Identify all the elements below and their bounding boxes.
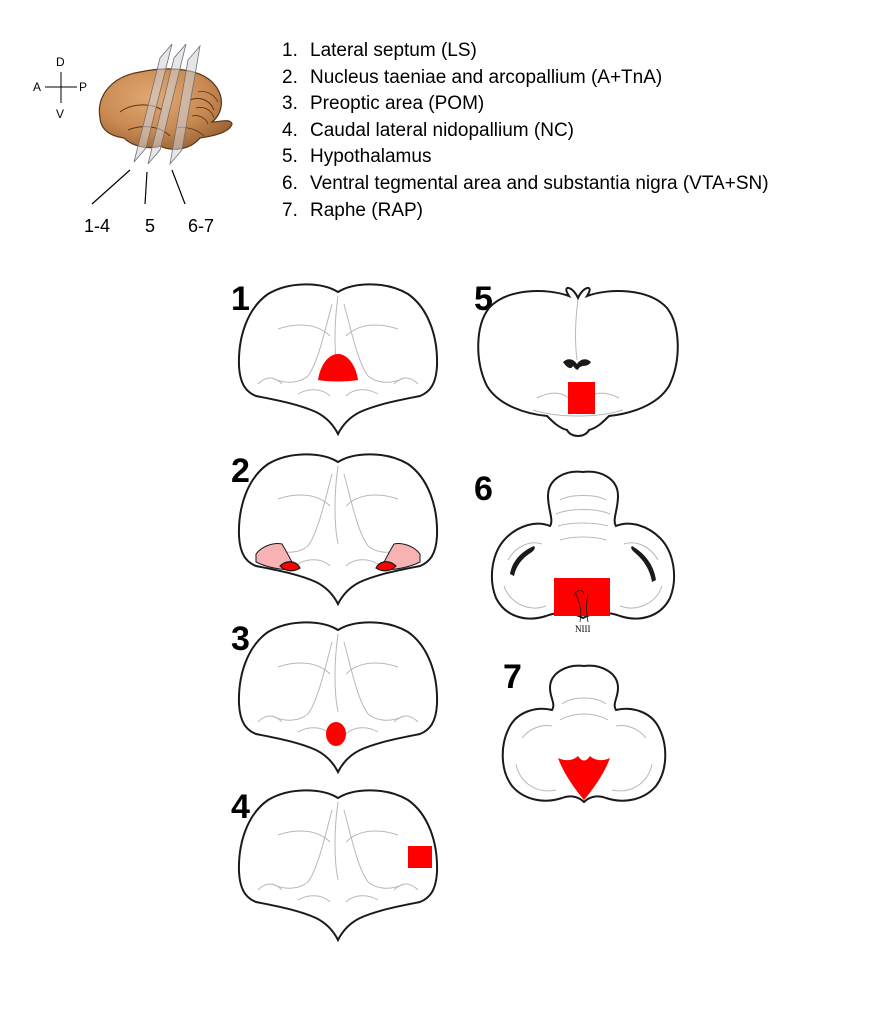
dorsal-label: D bbox=[56, 55, 65, 69]
section-label-2: 2 bbox=[231, 452, 250, 490]
region-item: 7.Raphe (RAP) bbox=[282, 199, 423, 221]
section-label-6: 6 bbox=[474, 470, 493, 508]
sn-left-dark bbox=[510, 546, 535, 576]
section-5-hypothalamus bbox=[477, 287, 679, 437]
ls-highlight bbox=[318, 354, 358, 382]
raphe-highlight bbox=[558, 756, 610, 800]
region-item: 2.Nucleus taeniae and arcopallium (A+TnA… bbox=[282, 66, 663, 88]
region-item: 4.Caudal lateral nidopallium (NC) bbox=[282, 119, 575, 141]
niii-label: NIII bbox=[575, 624, 591, 634]
region-item: 6.Ventral tegmental area and substantia … bbox=[282, 172, 769, 194]
sn-right-dark bbox=[631, 546, 656, 582]
plane-label-1-4: 1-4 bbox=[84, 216, 110, 236]
niii-nerve bbox=[573, 590, 589, 623]
posterior-label: P bbox=[79, 80, 87, 94]
section-label-7: 7 bbox=[503, 658, 522, 696]
region-item: 1.Lateral septum (LS) bbox=[282, 40, 477, 61]
orientation-cross: D V A P bbox=[33, 55, 87, 121]
nc-highlight bbox=[408, 846, 432, 868]
section-1-lateral-septum bbox=[237, 283, 439, 435]
section-6-midbrain bbox=[490, 470, 676, 623]
ventricle-dark bbox=[563, 359, 591, 370]
section-3-preoptic bbox=[237, 621, 439, 773]
section-2-arcopallium bbox=[237, 453, 439, 605]
section-label-1: 1 bbox=[231, 280, 250, 318]
vta-sn-highlight bbox=[554, 578, 610, 616]
tna-right-dark bbox=[375, 561, 397, 572]
section-7-raphe bbox=[501, 664, 667, 804]
section-label-3: 3 bbox=[231, 620, 250, 658]
tna-left-dark bbox=[279, 561, 301, 572]
plane-pointers bbox=[91, 169, 186, 205]
pom-highlight bbox=[326, 722, 346, 746]
hypothalamus-highlight bbox=[568, 382, 595, 414]
section-label-4: 4 bbox=[231, 788, 250, 826]
region-list: 1.Lateral septum (LS) 2.Nucleus taeniae … bbox=[282, 38, 769, 224]
ventral-label: V bbox=[56, 107, 64, 121]
section-planes bbox=[133, 43, 201, 166]
plane-label-5: 5 bbox=[145, 216, 155, 236]
region-item: 5.Hypothalamus bbox=[282, 146, 432, 168]
anterior-label: A bbox=[33, 80, 41, 94]
brain-overview: D V A P 1-4 5 6-7 bbox=[33, 43, 233, 236]
section-4-nidopallium bbox=[237, 789, 439, 941]
plane-label-6-7: 6-7 bbox=[188, 216, 214, 236]
region-item: 3.Preoptic area (POM) bbox=[282, 93, 485, 115]
